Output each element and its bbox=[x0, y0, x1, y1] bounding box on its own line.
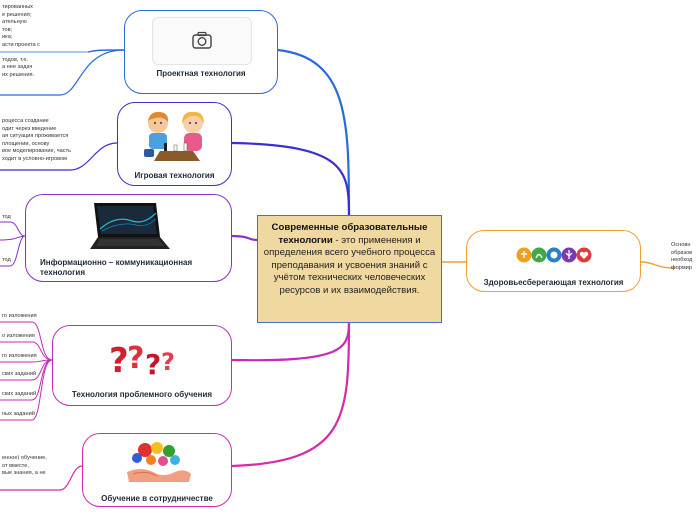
problem-note-3: го изложения bbox=[2, 353, 37, 359]
health-icons bbox=[516, 244, 592, 271]
note-line: вые знания, а не bbox=[2, 470, 46, 477]
project-technology-title: Проектная технология bbox=[156, 69, 246, 78]
note-line: необход bbox=[671, 257, 693, 264]
game-technology-title: Игровая технология bbox=[134, 171, 215, 180]
project-notes: тированных е решения; ательную тов; ика;… bbox=[2, 4, 40, 79]
problem-note-1: го изложения bbox=[2, 313, 37, 319]
central-topic[interactable]: Современные образовательные технологии -… bbox=[257, 215, 442, 323]
question-marks-image: ? ? ? ? bbox=[105, 332, 183, 383]
note-line: ика; bbox=[2, 34, 13, 41]
problem-note-5: ских заданий bbox=[2, 391, 37, 397]
note-line: роцесса создание bbox=[2, 118, 49, 124]
ict-technology-node[interactable]: Информационно – коммуникационная техноло… bbox=[25, 194, 232, 282]
note-line: ходит в условно-игровом bbox=[2, 155, 68, 162]
note-line: вое моделирование, часть bbox=[2, 148, 72, 155]
children-chess-image bbox=[138, 109, 213, 172]
note-line: одит через введение bbox=[2, 125, 57, 132]
camera-icon bbox=[152, 17, 252, 65]
ict-note-1: тод bbox=[2, 214, 11, 220]
note-line: ая ситуация проживается bbox=[2, 133, 69, 140]
health-notes: Основн образов необход формир bbox=[671, 242, 692, 272]
problem-note-4: ских заданий bbox=[2, 371, 37, 377]
central-body: - это применения и определения всего уче… bbox=[263, 234, 436, 296]
note-line: площении, основу bbox=[2, 140, 50, 147]
project-technology-node[interactable]: Проектная технология bbox=[124, 10, 278, 94]
note-line bbox=[2, 50, 40, 57]
game-technology-node[interactable]: Игровая технология bbox=[117, 102, 232, 186]
health-saving-node[interactable]: Здоровьесберегающая технология bbox=[466, 230, 641, 292]
cooperation-learning-node[interactable]: Обучение в сотрудничестве bbox=[82, 433, 232, 507]
note-line: тированных bbox=[2, 4, 33, 10]
problem-learning-title: Технология проблемного обучения bbox=[71, 390, 213, 399]
handshake-image bbox=[123, 440, 193, 489]
coop-notes: енное) обучение, от вместе, вые знания, … bbox=[2, 455, 47, 478]
problem-note-6: ных заданий bbox=[2, 411, 35, 417]
svg-text:?: ? bbox=[161, 348, 175, 376]
cooperation-learning-title: Обучение в сотрудничестве bbox=[101, 494, 213, 503]
note-line: от вместе, bbox=[2, 462, 29, 469]
problem-learning-node[interactable]: ? ? ? ? Технология проблемного обучения bbox=[52, 325, 232, 406]
central-title: Современные образовательные технологии bbox=[271, 222, 428, 246]
svg-text:?: ? bbox=[127, 341, 144, 376]
laptop-image bbox=[86, 201, 172, 258]
problem-note-2: о изложения bbox=[2, 333, 35, 339]
note-line: а нее задач bbox=[2, 64, 33, 71]
note-line: тов; bbox=[2, 26, 13, 33]
note-line: их решения. bbox=[2, 71, 35, 78]
game-notes: роцесса создание одит через введение ая … bbox=[2, 118, 71, 164]
note-line: ательную bbox=[2, 19, 27, 26]
note-line: Основн bbox=[671, 242, 691, 248]
note-line: енное) обучение, bbox=[2, 455, 47, 461]
note-line: тодов, т.е. bbox=[2, 56, 29, 63]
ict-note-2: тод bbox=[2, 257, 11, 263]
health-saving-title: Здоровьесберегающая технология bbox=[483, 278, 624, 287]
svg-text:?: ? bbox=[145, 348, 161, 378]
ict-technology-title: Информационно – коммуникационная техноло… bbox=[40, 258, 193, 277]
svg-text:?: ? bbox=[109, 341, 129, 378]
note-line: е решения; bbox=[2, 11, 32, 18]
note-line: формир bbox=[671, 264, 692, 271]
note-line: асти проекта с bbox=[2, 41, 40, 48]
note-line: образов bbox=[671, 249, 693, 256]
